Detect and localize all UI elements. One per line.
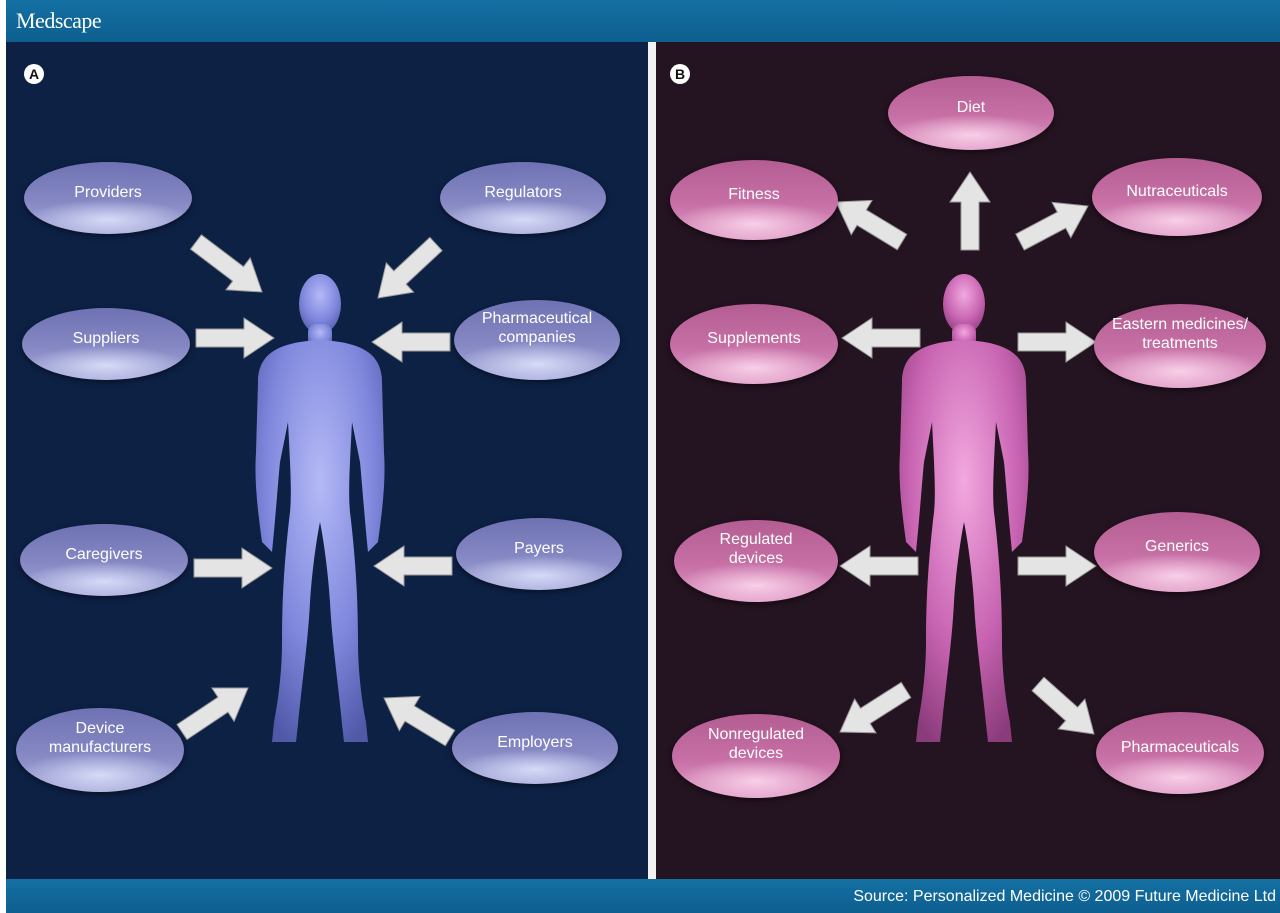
bubble-regulators: Regulators — [440, 162, 606, 234]
label-supplements: Supplements — [707, 329, 801, 347]
panel-b: B Diet Fitness Nutraceuticals Supplement… — [656, 42, 1280, 879]
bubble-payers: Payers — [456, 518, 622, 590]
label-line: treatments — [1142, 335, 1218, 352]
label-line: companies — [498, 329, 576, 346]
bubble-fitness: Fitness — [670, 160, 838, 240]
label-regulated-devices: Regulated devices — [720, 531, 793, 574]
bubble-eastern-medicines: Eastern medicines/treatments — [1094, 304, 1266, 388]
header-bar: Medscape — [6, 0, 1280, 42]
human-figure-b — [899, 274, 1029, 742]
panel-a-badge: A — [24, 64, 44, 84]
arrow-eastern-medicines — [1017, 321, 1097, 363]
bubble-caregivers: Caregivers — [20, 524, 188, 596]
bubble-pharmaceuticals: Pharmaceuticals — [1096, 712, 1264, 794]
arrow-nonregulated-devices — [839, 681, 912, 734]
arrow-providers — [189, 234, 263, 293]
arrow-diet — [949, 171, 991, 251]
label-eastern-medicines: Eastern medicines/treatments — [1112, 316, 1248, 359]
bubble-suppliers: Suppliers — [22, 308, 190, 380]
arrow-pharmaceuticals — [1031, 676, 1095, 735]
label-line: devices — [728, 745, 784, 762]
bubble-diet: Diet — [888, 76, 1054, 150]
panel-b-badge: B — [670, 64, 690, 84]
label-employers: Employers — [497, 733, 573, 751]
label-caregivers: Caregivers — [65, 545, 143, 563]
label-fitness: Fitness — [728, 185, 780, 203]
footer-bar: Source: Personalized Medicine © 2009 Fut… — [6, 879, 1280, 913]
arrow-device-manufacturers — [176, 687, 249, 741]
human-figure-a — [255, 274, 385, 742]
label-nutraceuticals: Nutraceuticals — [1126, 182, 1228, 200]
arrow-generics — [1017, 545, 1097, 587]
arrow-regulated-devices — [839, 545, 919, 587]
bubble-generics: Generics — [1094, 512, 1260, 592]
label-nonregulated-devices: Nonregulated devices — [708, 726, 804, 769]
label-pharmaceutical-companies: Pharmaceutical companies — [482, 310, 592, 353]
label-payers: Payers — [514, 539, 564, 557]
bubble-pharmaceutical-companies: Pharmaceutical companies — [454, 300, 620, 380]
label-pharmaceuticals: Pharmaceuticals — [1120, 738, 1240, 756]
arrow-regulators — [377, 236, 443, 299]
label-suppliers: Suppliers — [72, 329, 140, 347]
label-line: Eastern medicines/ — [1111, 316, 1249, 333]
arrow-nutraceuticals — [1015, 201, 1089, 251]
label-generics: Generics — [1144, 537, 1210, 555]
panel-divider — [648, 42, 656, 879]
label-line: Regulated — [719, 531, 793, 548]
bubble-nonregulated-devices: Nonregulated devices — [672, 714, 840, 798]
source-credit: Source: Personalized Medicine © 2009 Fut… — [853, 888, 1276, 905]
label-regulators: Regulators — [484, 183, 562, 201]
brand-logo: Medscape — [16, 8, 102, 33]
arrow-pharmaceutical — [371, 321, 451, 363]
bubble-nutraceuticals: Nutraceuticals — [1092, 158, 1262, 236]
bubble-device-manufacturers: Device manufacturers — [16, 708, 184, 792]
arrow-payers — [373, 545, 453, 587]
bubble-supplements: Supplements — [670, 304, 838, 384]
label-line: manufacturers — [48, 739, 152, 756]
arrow-caregivers — [193, 547, 273, 589]
bubble-employers: Employers — [452, 712, 618, 784]
panel-a: A Providers Regulators Suppliers Pharmac… — [6, 42, 648, 879]
label-device-manufacturers: Device manufacturers — [48, 720, 152, 763]
arrow-suppliers — [195, 317, 275, 359]
bubble-providers: Providers — [24, 162, 192, 234]
label-providers: Providers — [74, 183, 142, 201]
label-line: Device — [75, 720, 125, 737]
arrows-a — [176, 234, 456, 747]
arrow-supplements — [841, 317, 921, 359]
bubble-regulated-devices: Regulated devices — [674, 520, 838, 602]
arrow-employers — [383, 695, 456, 747]
label-line: Nonregulated — [707, 726, 805, 743]
label-line: devices — [728, 550, 784, 567]
label-line: Pharmaceutical — [481, 310, 593, 327]
arrows-b — [835, 171, 1097, 735]
arrow-fitness — [835, 199, 908, 251]
label-diet: Diet — [956, 98, 986, 116]
